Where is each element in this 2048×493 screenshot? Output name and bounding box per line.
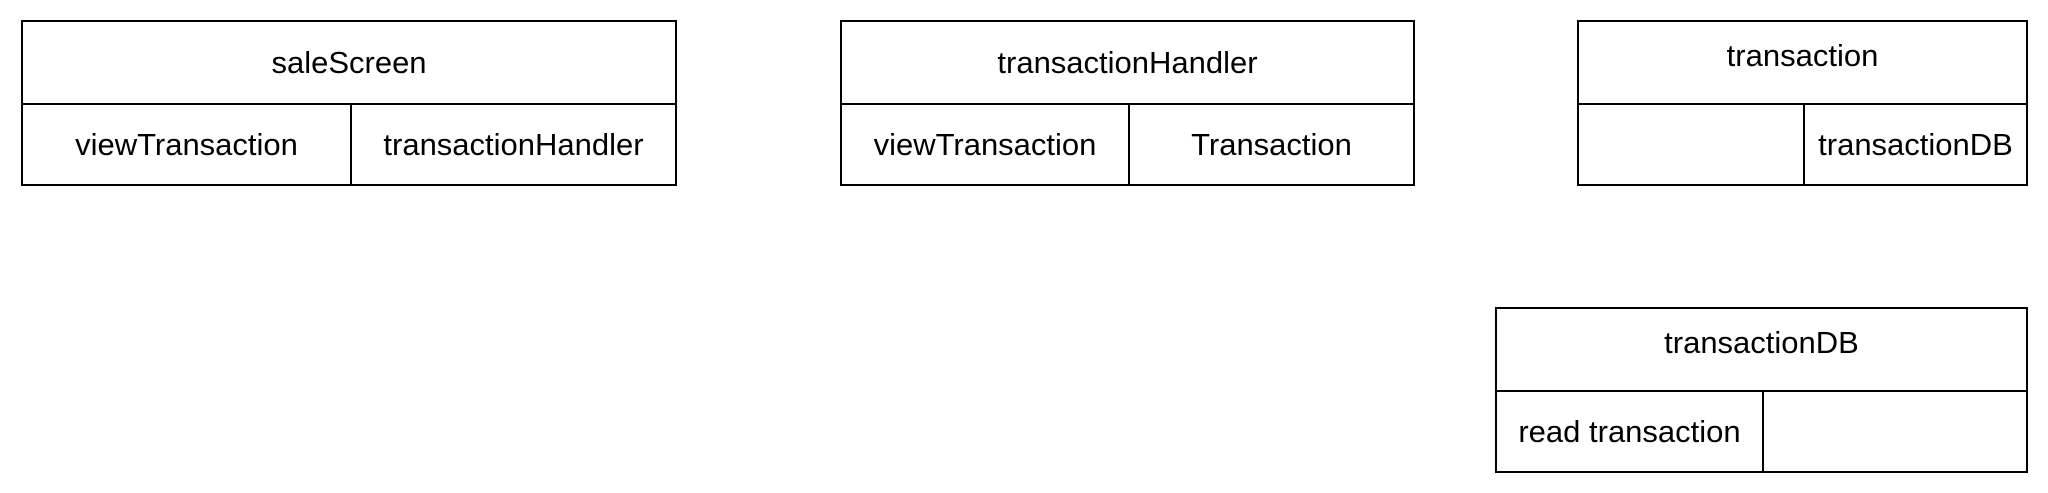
card-title: transactionHandler xyxy=(997,45,1258,80)
card-title: transactionDB xyxy=(1664,325,1859,360)
collaborators-cell: transactionDB xyxy=(1818,126,2013,162)
card-divider xyxy=(23,103,675,105)
column-divider xyxy=(1128,105,1130,184)
column-divider xyxy=(1803,105,1805,184)
collaborators-cell: Transaction xyxy=(1191,126,1352,162)
collaborators-cell xyxy=(1764,392,2026,471)
crc-card-transactionhandler: transactionHandler viewTransaction Trans… xyxy=(840,20,1415,186)
crc-card-salescreen: saleScreen viewTransaction transactionHa… xyxy=(21,20,677,186)
responsibilities-cell xyxy=(1579,105,1803,184)
column-divider xyxy=(1762,392,1764,471)
responsibilities-cell: viewTransaction xyxy=(75,126,298,162)
crc-card-transactiondb: transactionDB read transaction xyxy=(1495,307,2028,473)
responsibilities-cell: read transaction xyxy=(1518,413,1741,449)
collaborators-cell: transactionHandler xyxy=(383,126,644,162)
card-divider xyxy=(1579,103,2026,105)
responsibilities-cell: viewTransaction xyxy=(873,126,1097,162)
card-divider xyxy=(1497,390,2026,392)
card-divider xyxy=(842,103,1413,105)
column-divider xyxy=(350,105,352,184)
card-title: saleScreen xyxy=(271,45,427,80)
card-title: transaction xyxy=(1726,38,1879,73)
crc-card-transaction: transaction transactionDB xyxy=(1577,20,2028,186)
